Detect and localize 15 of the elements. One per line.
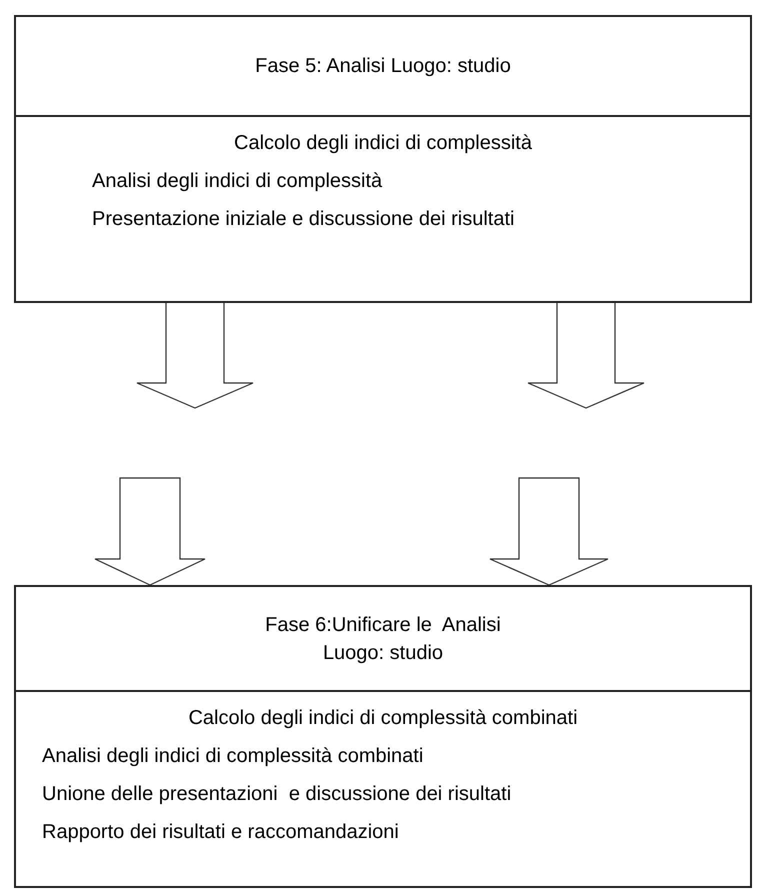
activity-text: Analisi degli indici di complessità combinati (42, 744, 424, 769)
block-arrow (489, 477, 609, 586)
block-arrow (136, 302, 254, 409)
activity-text: Calcolo degli indici di complessità combinati (188, 706, 578, 731)
activity-text: Unione delle presentazioni e discussione dei risultati (42, 782, 512, 807)
phase-box (14, 15, 752, 303)
activity-text: Calcolo degli indici di complessità (234, 131, 532, 156)
phase-title: Fase 6:Unificare le Analisi Luogo: studio (264, 612, 502, 666)
activity-text: Analisi degli indici di complessità (92, 169, 382, 194)
block-arrow (94, 477, 206, 586)
block-arrow (527, 302, 645, 409)
activity-text: Rapporto dei risultati e raccomandazioni (42, 820, 399, 845)
phase-box (14, 585, 752, 888)
activity-text: Presentazione iniziale e discussione dei risultati (92, 207, 514, 232)
phase-title: Fase 5: Analisi Luogo: studio (254, 54, 512, 79)
